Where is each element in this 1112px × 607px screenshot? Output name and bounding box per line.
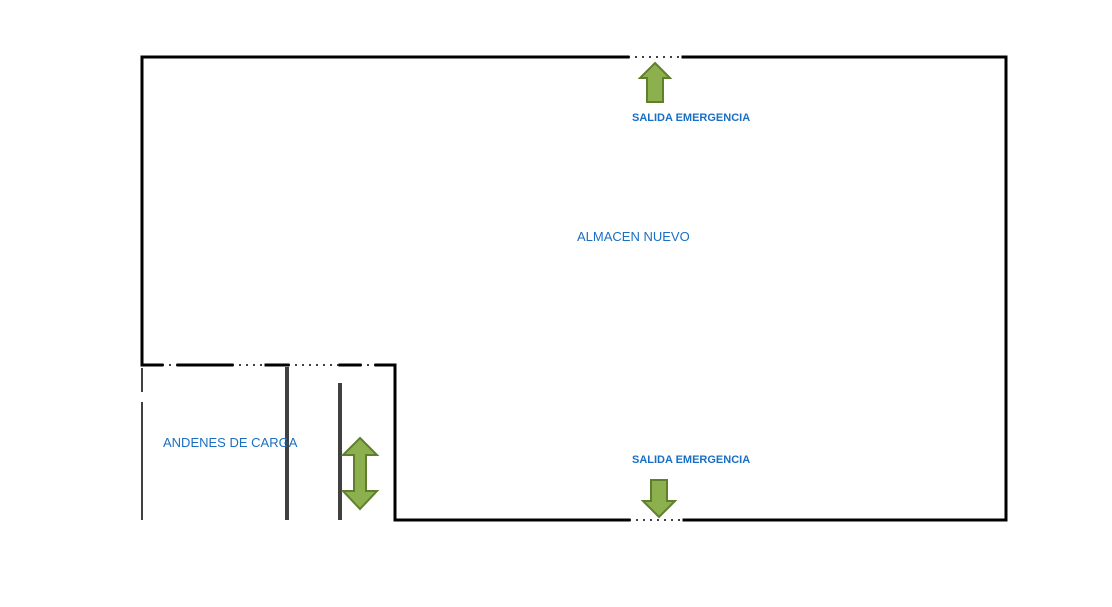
double-arrow-vertical-icon	[340, 436, 380, 511]
emergency-exit-bottom-label: SALIDA EMERGENCIA	[632, 454, 751, 466]
door-markers	[162, 56, 684, 521]
warehouse-walls	[140, 55, 1008, 522]
arrow-up-icon	[637, 61, 673, 103]
loading-docks-label: ANDENES DE CARGA	[163, 435, 298, 450]
warehouse-label: ALMACEN NUEVO	[577, 229, 690, 244]
arrow-down-icon	[640, 479, 678, 519]
emergency-exit-top-label: SALIDA EMERGENCIA	[632, 112, 751, 124]
dock-lane-lines	[141, 367, 342, 520]
